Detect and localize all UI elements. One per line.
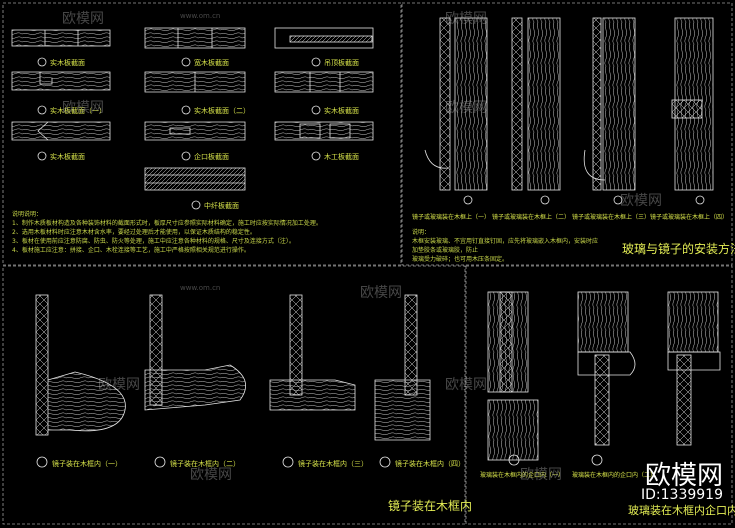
panel-c-details — [35, 294, 431, 468]
rebate-label-1: 玻璃装在木框内的企口内（一） — [480, 472, 565, 479]
section-label-1: 实木板截面 — [50, 59, 85, 67]
watermark: 欧模网 — [98, 377, 140, 393]
notes-title: 说明： — [412, 229, 431, 236]
watermark-url: www.om.cn — [180, 284, 221, 292]
watermark: 欧模网 — [62, 100, 104, 116]
glass-label-4: 镜子或玻璃装在木框上（四） — [650, 214, 729, 221]
watermark: 欧模网 — [62, 11, 104, 27]
panel-a-notes: 说明说明： 1、制作木质板材构造及各种装饰材料的截面形式时，板厚尺寸应参照实际材… — [12, 210, 397, 255]
note-line: 4、板材施工应注意：拼接、企口、木栓连接等工艺，施工中严格按照相关规范进行操作。 — [12, 247, 250, 254]
section-label-10: 中纤板截面 — [204, 202, 239, 210]
watermark: 欧模网 — [620, 193, 662, 209]
mirror-label-2: 镜子装在木框内（二） — [170, 460, 240, 468]
note-line: 木框安装玻璃、不宜用钉直接钉固，应先将玻璃嵌入木框内，安装时应加垫胶条或玻璃胶，… — [412, 238, 599, 254]
mirror-label-1: 镜子装在木框内（一） — [52, 460, 122, 468]
glass-label-3: 镜子或玻璃装在木框上（三） — [572, 214, 651, 221]
panel-a-sections — [11, 27, 374, 210]
notes-title: 说明说明： — [12, 211, 43, 218]
watermark: 欧模网 — [520, 467, 562, 483]
note-line: 1、制作木质板材构造及各种装饰材料的截面形式时，板厚尺寸应参照实际材料确定，施工… — [12, 220, 322, 227]
section-label-7: 实木板截面 — [50, 153, 85, 161]
panel-c-title: 镜子装在木框内 — [388, 499, 473, 513]
rebate-label-2: 玻璃装在木框内的企口内（二） — [572, 472, 657, 479]
watermark-url: www.om.cn — [180, 12, 221, 20]
section-label-2: 宽木板截面 — [194, 59, 229, 67]
mirror-label-3: 镜子装在木框内（三） — [298, 460, 368, 468]
panel-b-title: 玻璃与镜子的安装方法 — [622, 242, 735, 256]
watermark: 欧模网 — [190, 467, 232, 483]
brand-logo: 欧模网 — [644, 461, 723, 491]
watermark: 欧模网 — [360, 285, 402, 301]
panel-b-details — [424, 17, 714, 205]
section-label-4: 实木板截面（一） — [50, 107, 106, 115]
section-label-5: 实木板截面（二） — [194, 107, 250, 115]
glass-label-2: 镜子或玻璃装在木框上（二） — [492, 214, 571, 221]
panel-d-title: 玻璃装在木框内企口内 — [628, 504, 735, 517]
glass-label-1: 镜子或玻璃装在木框上（一） — [412, 214, 491, 221]
section-label-6: 实木板截面 — [324, 107, 359, 115]
note-line: 2、选用木板材料时应注意木材含水率，要经过处理后才能使用，以保证木质结构的稳定性… — [12, 229, 256, 236]
panel-d-details — [487, 291, 721, 466]
mirror-label-4: 镜子装在木框内（四） — [395, 460, 465, 468]
section-label-9: 木工板截面 — [324, 153, 359, 161]
brand-id: ID:1339919 — [641, 487, 723, 503]
watermark: 欧模网 — [445, 377, 487, 393]
watermark: 欧模网 — [445, 11, 487, 27]
panel-b-notes: 说明： 木框安装玻璃、不宜用钉直接钉固，应先将玻璃嵌入木框内，安装时应加垫胶条或… — [412, 228, 602, 264]
section-label-3: 吊顶板截面 — [324, 59, 359, 67]
note-line: 3、板材在使用前应注意防腐、防虫、防火等处理，施工中应注意各种材料的规格、尺寸及… — [12, 238, 295, 245]
section-label-8: 企口板截面 — [194, 153, 229, 161]
note-line: 玻璃受力破碎；也可用木压条固定。 — [412, 256, 509, 263]
watermark: 欧模网 — [445, 100, 487, 116]
